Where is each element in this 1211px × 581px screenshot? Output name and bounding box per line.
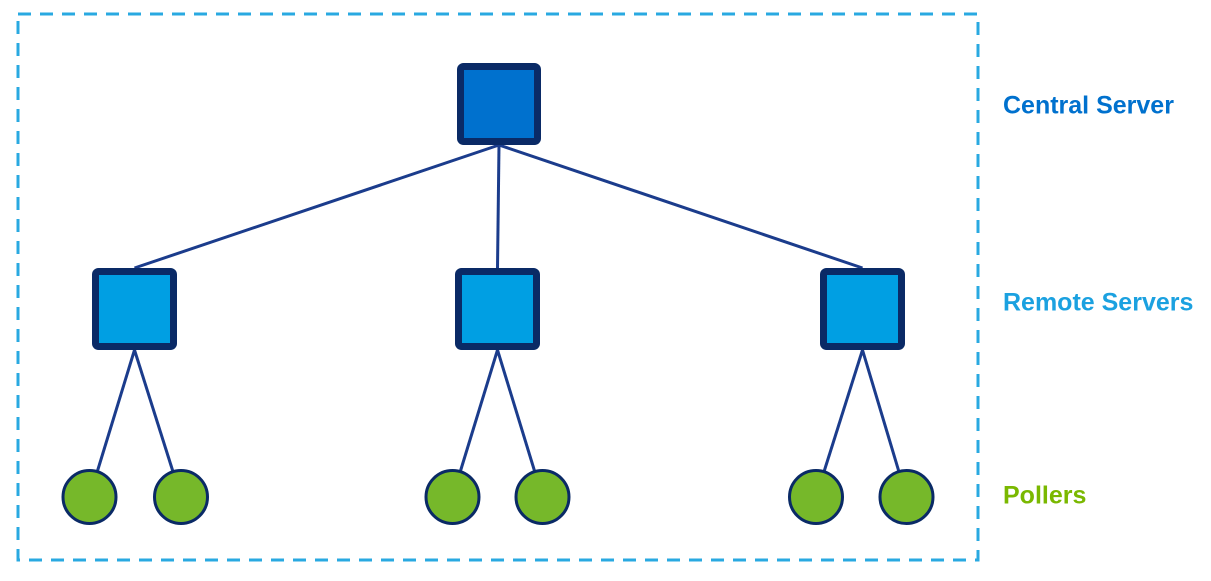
remote-server-node-2 xyxy=(455,268,540,350)
edge-central-remote-2 xyxy=(496,144,501,269)
central-server-node xyxy=(457,63,541,145)
edge-central-remote-3 xyxy=(498,143,863,270)
poller-node-2 xyxy=(153,469,209,525)
remote-server-node-1 xyxy=(92,268,177,350)
remote-server-node-3 xyxy=(820,268,905,350)
poller-node-3 xyxy=(424,469,481,525)
dashed-boundary xyxy=(16,12,980,562)
poller-node-4 xyxy=(514,469,571,525)
poller-node-5 xyxy=(788,469,844,525)
label-central-server: Central Server xyxy=(1003,91,1174,120)
label-pollers: Pollers xyxy=(1003,481,1087,510)
label-remote-servers: Remote Servers xyxy=(1003,288,1194,317)
poller-node-6 xyxy=(878,469,935,525)
poller-node-1 xyxy=(61,469,118,525)
edge-central-remote-1 xyxy=(134,143,500,270)
